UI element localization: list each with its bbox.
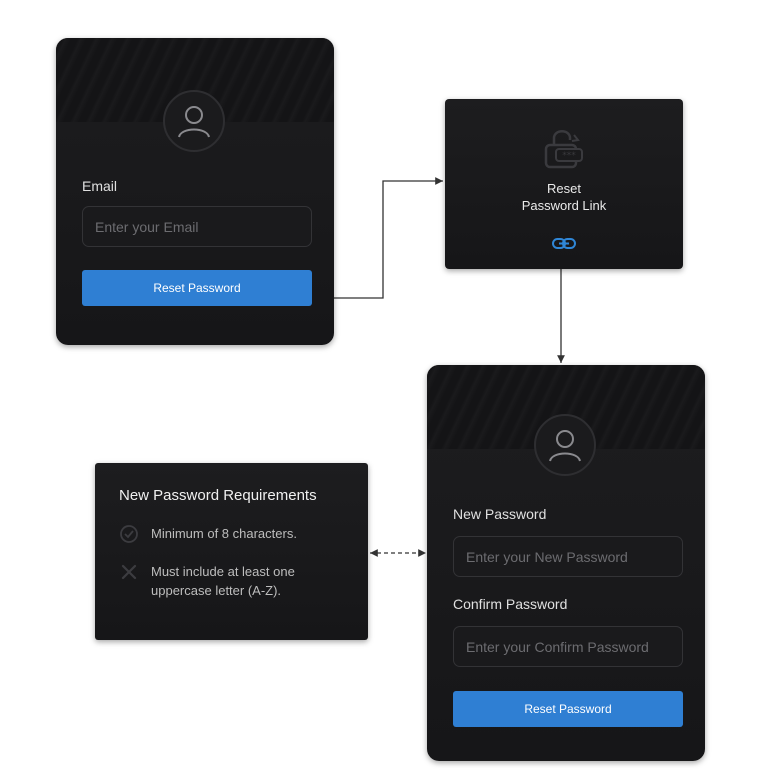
confirm-password-label: Confirm Password (453, 596, 568, 612)
requirement-item: Must include at least one uppercase lett… (119, 562, 348, 600)
confirm-password-input[interactable] (453, 626, 683, 667)
requirement-text: Minimum of 8 characters. (151, 526, 297, 541)
connector-forgot-to-link (334, 177, 443, 299)
reset-link-card: *** Reset Password Link (445, 99, 683, 269)
reset-password-button[interactable]: Reset Password (453, 691, 683, 727)
reset-link-title-line1: Reset (547, 181, 581, 196)
padlock-password-icon: *** (540, 123, 588, 171)
email-input[interactable] (82, 206, 312, 247)
new-password-label: New Password (453, 506, 547, 522)
check-icon (119, 524, 139, 544)
x-icon (119, 562, 139, 582)
new-password-card: New Password Confirm Password Reset Pass… (427, 365, 705, 761)
requirement-text: Must include at least one uppercase lett… (151, 564, 295, 598)
reset-password-button[interactable]: Reset Password (82, 270, 312, 306)
user-avatar-icon (534, 414, 596, 476)
email-label: Email (82, 178, 118, 194)
password-requirements-card: New Password Requirements Minimum of 8 c… (95, 463, 368, 640)
reset-link-title-line2: Password Link (521, 198, 607, 213)
new-password-input[interactable] (453, 536, 683, 577)
requirement-item: Minimum of 8 characters. (119, 524, 348, 544)
reset-link-title: Reset Password Link (445, 180, 683, 214)
requirements-title: New Password Requirements (119, 487, 317, 504)
forgot-password-card: Email Reset Password (56, 38, 334, 345)
link-icon[interactable] (550, 235, 578, 253)
svg-text:***: *** (562, 151, 576, 161)
user-avatar-icon (163, 90, 225, 152)
